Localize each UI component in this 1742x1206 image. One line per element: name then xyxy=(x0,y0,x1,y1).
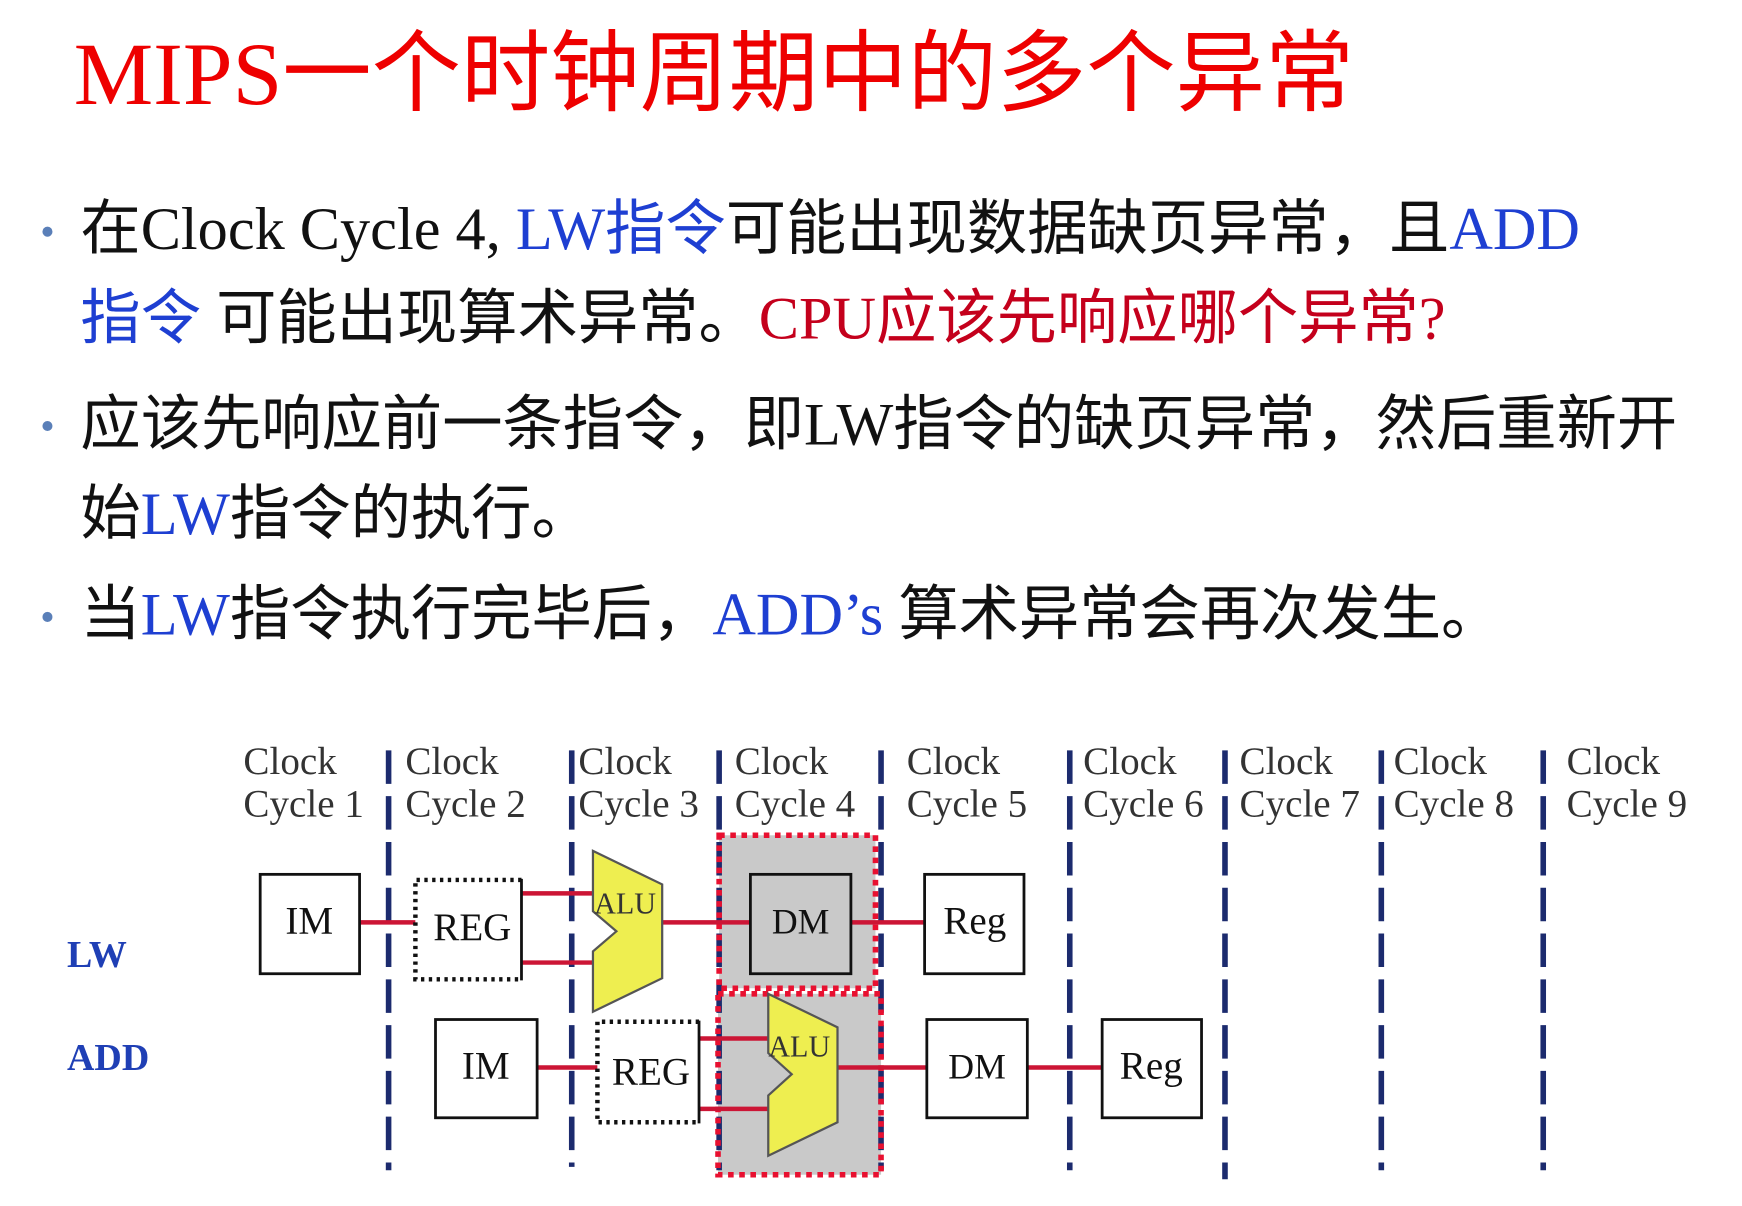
lw-reg-writeback-label: Reg xyxy=(943,900,1006,943)
add-dm-stage xyxy=(925,1018,1029,1120)
cycle-label-number: Cycle 3 xyxy=(578,782,698,825)
add-reg-writeback-label: Reg xyxy=(1120,1045,1183,1088)
keyword-lw-instruction: LW指令 xyxy=(515,195,726,263)
lw-im-stage xyxy=(258,872,361,976)
add-alu-label: ALU xyxy=(768,1029,830,1063)
cycle-label-clock: Clock xyxy=(1240,740,1334,783)
lw-dm-stage xyxy=(749,872,853,976)
bullet-text: 应该先响应前一条指令，即LW指令的缺页异常，然后重新开 xyxy=(80,390,1678,458)
cycle-label-clock: Clock xyxy=(907,740,1001,783)
slide-title: MIPS一个时钟周期中的多个异常 xyxy=(73,25,1355,124)
add-reg-writeback-stage xyxy=(1100,1018,1203,1120)
bullet-1-line-1: 在Clock Cycle 4, LW指令可能出现数据缺页异常，且ADD xyxy=(80,190,1580,268)
keyword-instruction: 指令 xyxy=(80,284,202,352)
row-label-add: ADD xyxy=(67,1037,149,1079)
bullet-marker xyxy=(42,420,53,432)
bullet-text: 当 xyxy=(80,580,141,648)
cycle-label-clock: Clock xyxy=(1394,740,1488,783)
bullet-2-line-1: 应该先响应前一条指令，即LW指令的缺页异常，然后重新开 xyxy=(80,385,1677,463)
lw-reg-writeback-stage xyxy=(923,872,1026,976)
keyword-lw: LW xyxy=(140,480,230,548)
add-reg-stage xyxy=(597,1021,700,1123)
bullet-text: 指令的执行。 xyxy=(229,480,592,548)
keyword-lw: LW xyxy=(140,580,230,648)
bullet-marker xyxy=(42,611,53,622)
lw-dm-label: DM xyxy=(772,902,830,942)
bullet-2-line-2: 始LW指令的执行。 xyxy=(80,475,591,553)
row-label-lw: LW xyxy=(67,934,127,976)
bullet-text: 指令执行完毕后， xyxy=(229,580,713,648)
add-im-label: IM xyxy=(462,1045,510,1088)
add-alu-highlight-border xyxy=(715,991,884,1178)
lw-alu-stage xyxy=(591,849,664,1014)
lw-reg-label: REG xyxy=(433,906,511,949)
cycle-label-clock: Clock xyxy=(1083,740,1177,783)
cycle-label-clock: Clock xyxy=(405,740,499,783)
keyword-add: ADD xyxy=(1449,195,1580,263)
cycle-label-clock: Clock xyxy=(243,740,337,783)
add-reg-label: REG xyxy=(612,1050,690,1093)
bullet-text: 可能出现数据缺页异常，且 xyxy=(725,195,1450,263)
bullet-text: 算术异常会再次发生。 xyxy=(883,580,1502,648)
cycle-label-number: Cycle 6 xyxy=(1083,782,1203,825)
cycle-label-number: Cycle 1 xyxy=(243,782,363,825)
bullet-1-line-2: 指令 可能出现算术异常。CPU应该先响应哪个异常? xyxy=(80,279,1445,357)
cycle-label-clock: Clock xyxy=(735,740,829,783)
cycle-label-clock: Clock xyxy=(578,740,672,783)
add-alu-stage xyxy=(767,992,839,1158)
question-text: CPU应该先响应哪个异常? xyxy=(758,284,1446,352)
bullet-text: 可能出现算术异常。 xyxy=(201,284,759,352)
keyword-adds: ADD’s xyxy=(712,580,884,648)
cycle-label-clock: Clock xyxy=(1567,740,1661,783)
cycle-label-number: Cycle 2 xyxy=(405,782,525,825)
cycle-label-number: Cycle 9 xyxy=(1567,782,1687,825)
add-im-stage xyxy=(434,1018,539,1120)
bullet-text: 在Clock Cycle 4, xyxy=(80,195,516,263)
bullet-3-line-1: 当LW指令执行完毕后，ADD’s 算术异常会再次发生。 xyxy=(80,575,1501,653)
bullet-marker xyxy=(42,226,53,237)
cycle-label-number: Cycle 5 xyxy=(907,782,1027,825)
cycle-label-number: Cycle 4 xyxy=(735,782,855,825)
lw-reg-dotted-border xyxy=(413,877,522,982)
lw-alu-label: ALU xyxy=(594,886,656,920)
lw-reg-stage xyxy=(415,879,522,980)
cycle-label-number: Cycle 8 xyxy=(1394,782,1514,825)
add-dm-label: DM xyxy=(948,1047,1006,1087)
lw-dm-highlight-border xyxy=(716,832,879,992)
bullet-text: 始 xyxy=(80,480,141,548)
cycle-label-number: Cycle 7 xyxy=(1240,782,1360,825)
lw-im-label: IM xyxy=(285,900,333,943)
pipeline-diagram: Clock Cycle 1 Clock Cycle 2 Clock Cycle … xyxy=(67,740,1687,1180)
